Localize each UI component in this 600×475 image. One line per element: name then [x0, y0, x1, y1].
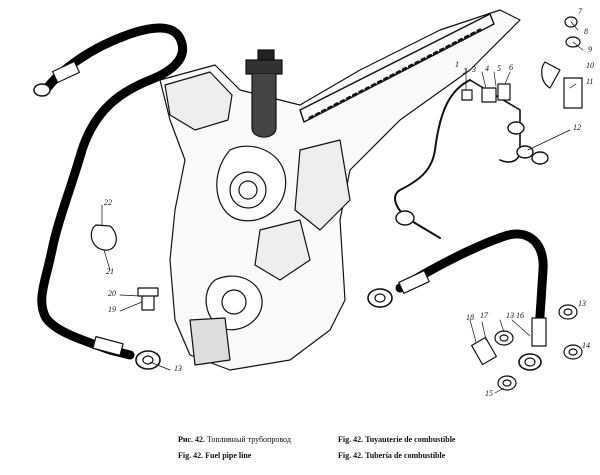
part-label-5: 5 — [497, 64, 501, 73]
caption-es-prefix: Fig. 42. — [338, 451, 364, 460]
part-label-18: 18 — [466, 313, 474, 322]
part-label-13c: 13 — [578, 299, 586, 308]
part-label-2: 2 — [463, 67, 467, 76]
part-label-10: 10 — [586, 61, 594, 70]
upper-right-pipe — [394, 79, 549, 239]
part-label-14: 14 — [582, 341, 590, 350]
leader-lines — [101, 21, 584, 394]
right-fuel-hose — [367, 229, 548, 371]
caption-en-prefix: Fig. 42. — [178, 451, 204, 460]
part-label-19: 19 — [108, 305, 116, 314]
caption-ru-text: Топливный трубопровод — [207, 435, 291, 444]
caption-fr-text: Tuyauterie de combustible — [365, 435, 456, 444]
part-label-7: 7 — [578, 7, 582, 16]
part-label-13a: 13 — [174, 364, 182, 373]
part-label-1: 1 — [455, 60, 459, 69]
caption-ru-prefix: Рис. 42. — [178, 435, 206, 444]
part-label-8: 8 — [584, 27, 588, 36]
caption-en: Fig. 42. Fuel pipe line — [178, 452, 251, 460]
left-fuel-hose — [33, 23, 188, 370]
part-label-17: 17 — [480, 311, 488, 320]
part-label-11: 11 — [586, 77, 594, 86]
part-label-16: 16 — [516, 311, 524, 320]
caption-es: Fig. 42. Tubería de combustible — [338, 452, 445, 460]
caption-fr-prefix: Fig. 42. — [338, 435, 364, 444]
part-label-15: 15 — [485, 389, 493, 398]
part-label-21: 21 — [106, 267, 114, 276]
part-label-4: 4 — [485, 64, 489, 73]
part-label-13b: 13 — [506, 311, 514, 320]
caption-ru: Рис. 42. Топливный трубопровод — [178, 436, 291, 444]
part-label-22: 22 — [104, 198, 112, 207]
caption-en-text: Fuel pipe line — [205, 451, 252, 460]
caption-fr: Fig. 42. Tuyauterie de combustible — [338, 436, 455, 444]
engine-block — [159, 9, 521, 371]
part-label-6: 6 — [509, 63, 513, 72]
part-label-20: 20 — [108, 289, 116, 298]
part-label-3: 3 — [472, 65, 476, 74]
caption-es-text: Tubería de combustible — [365, 451, 446, 460]
small-parts — [90, 16, 583, 391]
part-label-9: 9 — [588, 45, 592, 54]
part-label-12: 12 — [573, 123, 581, 132]
